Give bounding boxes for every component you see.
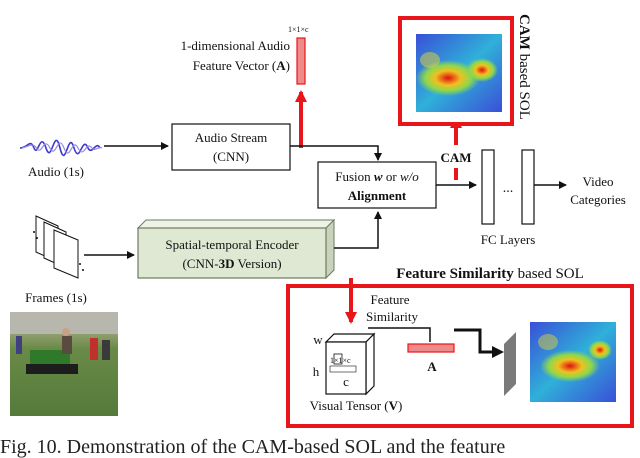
frames-stack-icon bbox=[33, 215, 84, 279]
encoder-title: Spatial-temporal Encoder bbox=[165, 237, 299, 252]
feature-similarity-line1: Feature bbox=[371, 292, 410, 307]
fc-layers-label: FC Layers bbox=[481, 232, 536, 247]
output-label-line2: Categories bbox=[570, 192, 626, 207]
tensor-c-label: c bbox=[343, 374, 349, 389]
cam-heatmap-image bbox=[416, 34, 502, 112]
visual-tensor-label: Visual Tensor (V) bbox=[310, 398, 403, 413]
audio-vector-label-line2: Feature Vector (A) bbox=[193, 58, 290, 73]
feature-sim-heatmap-image bbox=[530, 322, 616, 402]
figure-caption: Fig. 10. Demonstration of the CAM-based … bbox=[0, 436, 506, 458]
feature-sim-sol-box bbox=[286, 284, 634, 428]
visual-tensor-cube bbox=[324, 332, 376, 396]
fc-dots: ... bbox=[503, 181, 514, 196]
encoder-box: Spatial-temporal Encoder (CNN-3D Version… bbox=[136, 218, 336, 280]
encoder-subtitle: (CNN-3D Version) bbox=[182, 256, 281, 271]
cam-sol-vertical-label: CAM based SOL bbox=[516, 14, 532, 120]
tensor-h-label: h bbox=[313, 364, 320, 379]
tensor-dim-label: 1×1×c bbox=[330, 356, 351, 365]
audio-vector-dim: 1×1×c bbox=[288, 25, 309, 34]
feature-similarity-line2: Similarity bbox=[366, 309, 419, 324]
arrow-encoder-to-fusion bbox=[334, 211, 382, 249]
tensor-w-label: w bbox=[313, 332, 323, 347]
diagram: Audio (1s) Audio Stream (CNN) 1×1×c 1-di… bbox=[10, 14, 634, 428]
similarity-connector bbox=[368, 327, 431, 342]
fc-layers: ... bbox=[481, 149, 535, 225]
similarity-map-slab bbox=[504, 332, 516, 396]
vector-a-label: A bbox=[427, 359, 437, 374]
audio-stream-title: Audio Stream bbox=[195, 130, 268, 145]
audio-stream-box: Audio Stream (CNN) bbox=[171, 123, 291, 171]
fusion-alignment: Alignment bbox=[348, 188, 407, 203]
audio-feature-vector-bar bbox=[296, 37, 306, 85]
arrow-head-similarity bbox=[492, 346, 504, 358]
audio-label: Audio (1s) bbox=[28, 164, 84, 179]
audio-waveform-icon bbox=[19, 139, 103, 157]
fusion-box: Fusion w or w/o Alignment bbox=[317, 161, 437, 209]
feature-sim-sol-label: Feature Similarity based SOL bbox=[396, 266, 584, 282]
vector-a-bar bbox=[407, 343, 455, 353]
arrow-stream-to-fusion bbox=[290, 145, 382, 161]
arrow-to-similarity-map bbox=[454, 328, 494, 354]
output-label-line1: Video bbox=[583, 174, 614, 189]
audio-vector-label-line1: 1-dimensional Audio bbox=[181, 38, 290, 53]
cam-sol-box bbox=[398, 16, 514, 126]
fusion-title: Fusion w or w/o bbox=[335, 169, 419, 184]
frames-label: Frames (1s) bbox=[25, 290, 87, 305]
audio-stream-subtitle: (CNN) bbox=[213, 149, 249, 164]
tractor-photo-image bbox=[10, 312, 118, 416]
cam-label: CAM bbox=[440, 150, 471, 165]
